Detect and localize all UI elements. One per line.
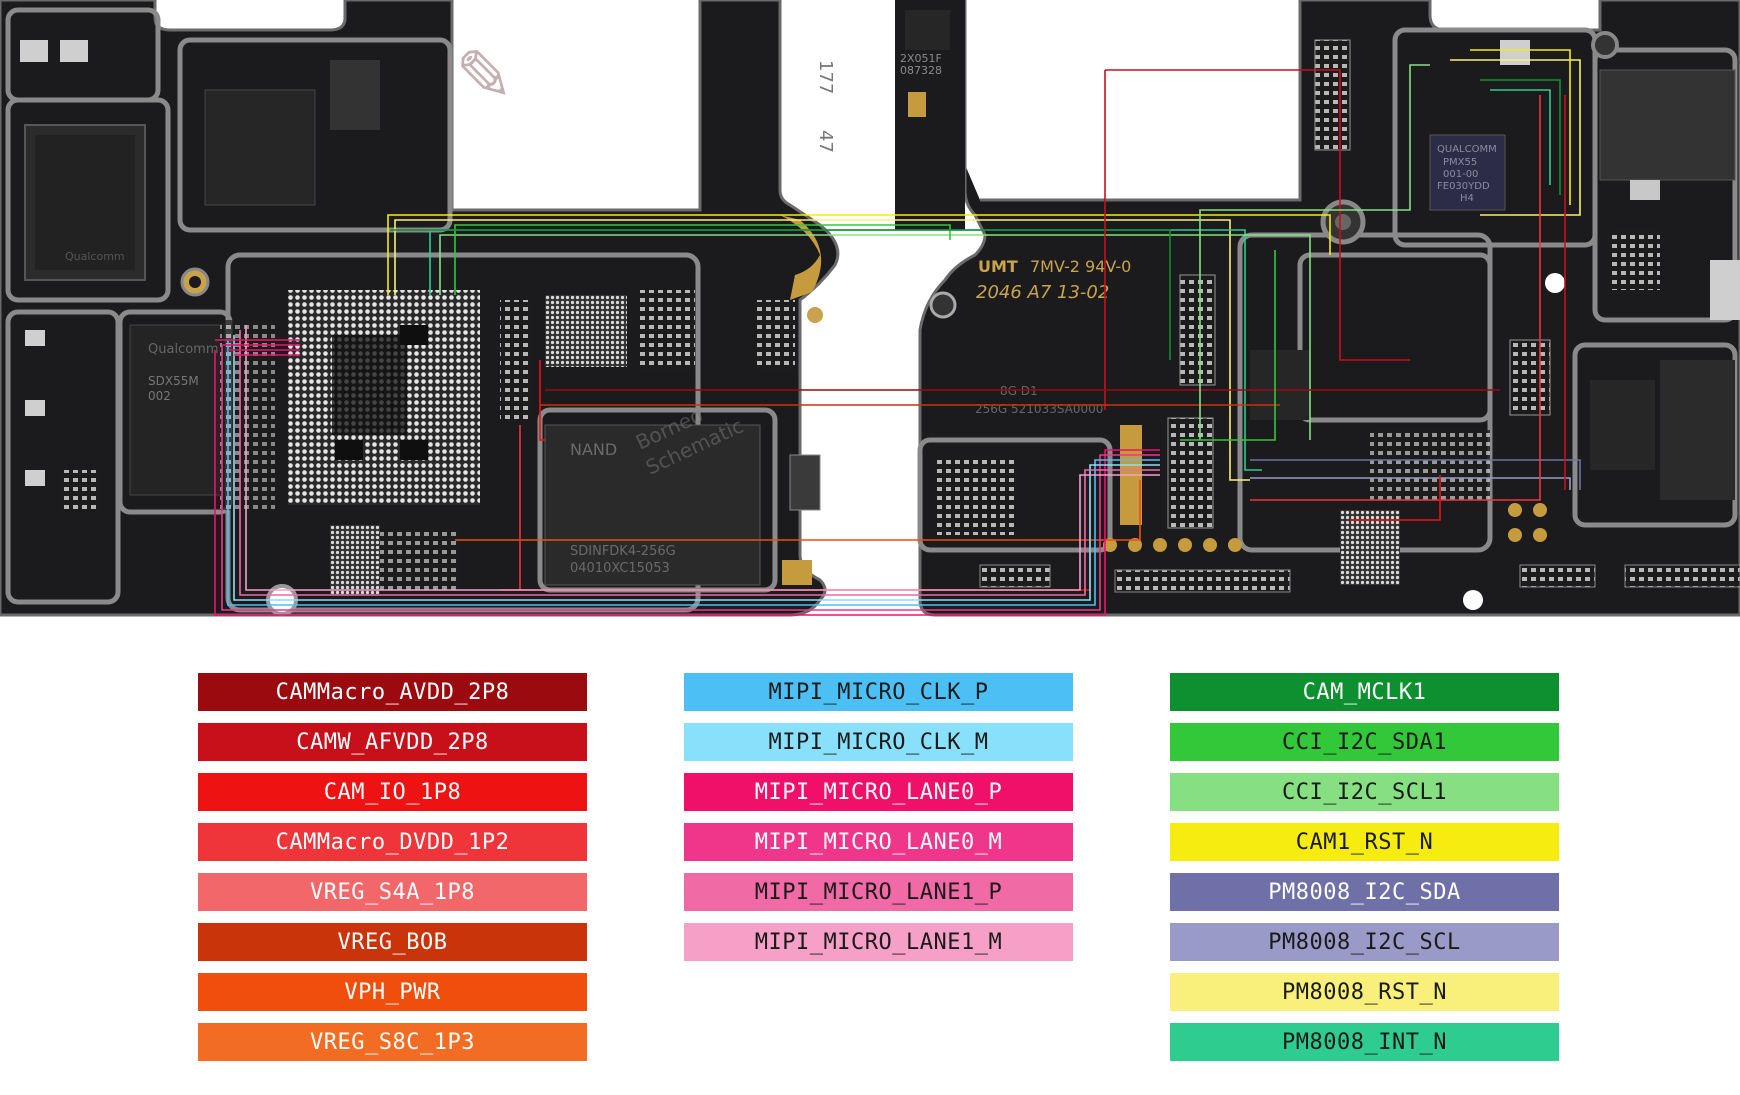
legend-item: CAM_IO_1P8 [198,773,587,811]
legend-label: VREG_S4A_1P8 [310,879,475,905]
legend-label: PM8008_I2C_SDA [1268,879,1461,905]
legend-label: CAMMacro_DVDD_1P2 [275,829,510,855]
legend-item: VREG_S4A_1P8 [198,873,587,911]
umt-mark: UMT [978,257,1018,276]
legend-label: MIPI_MICRO_LANE1_P [754,879,1003,905]
sdx-chip-mark: SDX55M [148,374,199,388]
legend-label: MIPI_MICRO_LANE0_P [754,779,1003,805]
qualcomm-left-mark: Qualcomm [65,250,125,263]
legend-item: MIPI_MICRO_LANE0_M [684,823,1073,861]
pmx-code-3: H4 [1460,193,1474,204]
date-code-mark: 2046 A7 13-02 [976,282,1109,303]
legend-label: MIPI_MICRO_LANE1_M [754,929,1003,955]
legend-label: MIPI_MICRO_CLK_P [768,679,989,705]
legend-item: PM8008_I2C_SCL [1170,923,1559,961]
signal-traces [214,49,1581,616]
legend-label: CAMMacro_AVDD_2P8 [275,679,510,705]
legend-power-rails: CAMMacro_AVDD_2P8 CAMW_AFVDD_2P8 CAM_IO_… [198,673,587,1073]
pcb-board-image: Qualcomm Qualcomm SDX55M 002 NAND SDINFD… [0,0,1740,617]
legend-label: VREG_S8C_1P3 [310,1029,475,1055]
flex-number-2: 47 [815,130,836,153]
legend-item: PM8008_INT_N [1170,1023,1559,1061]
flex-code-2: 087328 [900,64,942,77]
legend-label: VREG_BOB [337,929,448,955]
legend-label: MIPI_MICRO_CLK_M [768,729,989,755]
legend-label: CAM_MCLK1 [1302,679,1427,705]
board-code-mark: 7MV-2 94V-0 [1030,257,1131,276]
pmx-code-2: FE030YDD [1437,181,1490,192]
legend-label: PM8008_I2C_SCL [1268,929,1461,955]
nand-code-2: 04010XC15053 [570,561,670,576]
legend-item: MIPI_MICRO_LANE1_M [684,923,1073,961]
legend-item: PM8008_RST_N [1170,973,1559,1011]
legend-item: CAMW_AFVDD_2P8 [198,723,587,761]
flex-code-1: 2X051F [900,52,942,65]
right-board: 2X051F 087328 UMT 7MV-2 94V-0 2046 A7 13… [895,0,1740,617]
nand-mark: NAND [570,440,617,459]
legend-label: CCI_I2C_SCL1 [1282,779,1447,805]
pmx-name-mark: PMX55 [1443,157,1477,168]
sdx-code-mark: 002 [148,389,171,403]
legend-item: CAMMacro_AVDD_2P8 [198,673,587,711]
legend-item: PM8008_I2C_SDA [1170,873,1559,911]
legend-label: MIPI_MICRO_LANE0_M [754,829,1003,855]
left-board: Qualcomm Qualcomm SDX55M 002 NAND SDINFD… [0,0,840,617]
qualcomm-modem-mark: Qualcomm [148,342,218,357]
legend-item: VREG_BOB [198,923,587,961]
legend-item: MIPI_MICRO_LANE1_P [684,873,1073,911]
legend-label: PM8008_RST_N [1282,979,1447,1005]
legend-label: CCI_I2C_SDA1 [1282,729,1447,755]
legend-label: CAM_IO_1P8 [323,779,462,805]
legend-item: CCI_I2C_SDA1 [1170,723,1559,761]
legend-item: MIPI_MICRO_CLK_P [684,673,1073,711]
legend-item: CAM1_RST_N [1170,823,1559,861]
legend-label: CAM1_RST_N [1295,829,1434,855]
legend-control-signals: CAM_MCLK1 CCI_I2C_SDA1 CCI_I2C_SCL1 CAM1… [1170,673,1559,1073]
legend-label: CAMW_AFVDD_2P8 [296,729,489,755]
svg-text:✎: ✎ [455,35,514,117]
legend-item: VPH_PWR [198,973,587,1011]
flex-number-1: 177 [815,60,836,94]
mem-code-mark: 256G 521033SA0000 [975,402,1103,416]
legend-label: VPH_PWR [344,979,441,1005]
legend-item: CAMMacro_DVDD_1P2 [198,823,587,861]
pmx-code-1: 001-00 [1443,169,1478,180]
nand-code-1: SDINFDK4-256G [570,544,676,559]
legend-item: CAM_MCLK1 [1170,673,1559,711]
legend-item: MIPI_MICRO_LANE0_P [684,773,1073,811]
legend-label: PM8008_INT_N [1282,1029,1447,1055]
legend-item: VREG_S8C_1P3 [198,1023,587,1061]
legend-mipi-signals: MIPI_MICRO_CLK_P MIPI_MICRO_CLK_M MIPI_M… [684,673,1073,973]
pmx-qualcomm-mark: QUALCOMM [1437,144,1497,155]
legend-item: CCI_I2C_SCL1 [1170,773,1559,811]
mem-size-mark: 8G D1 [1000,384,1038,398]
legend-item: MIPI_MICRO_CLK_M [684,723,1073,761]
